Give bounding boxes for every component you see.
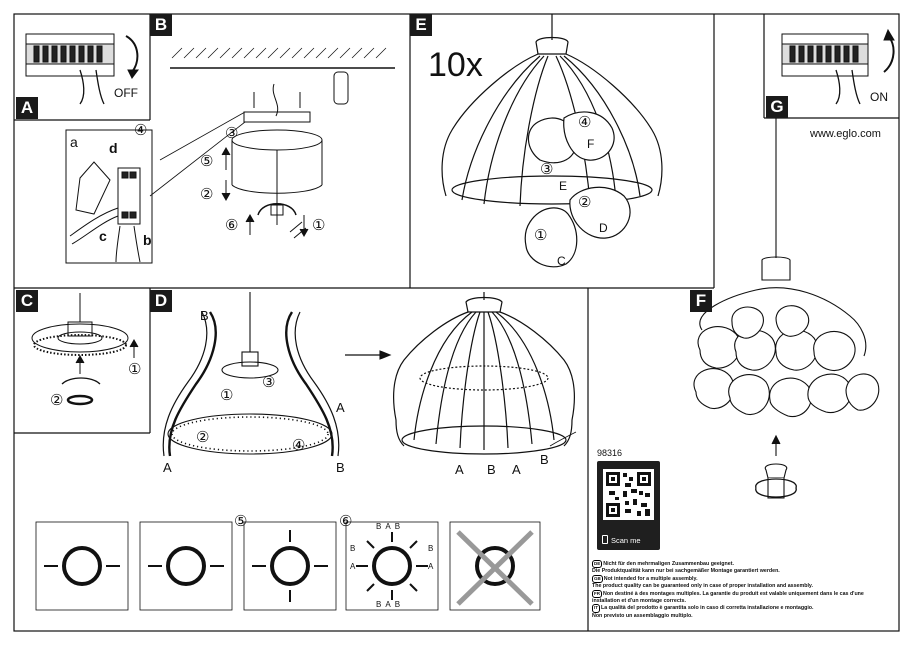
step-5-marker: ⑤ (200, 153, 214, 170)
leaf-count: 10x (428, 46, 483, 84)
panel-d-step-1: ① (220, 387, 234, 404)
assembled-label-a-2: A (512, 462, 521, 477)
panel-d-step-4: ④ (292, 437, 306, 454)
qr-pattern (606, 472, 651, 517)
option-step-5: ⑤ (234, 513, 248, 530)
phone-icon (602, 535, 608, 544)
panel-letter-a: A (16, 97, 38, 119)
panel-letter-b: B (150, 14, 172, 36)
qr-card[interactable]: Scan me (597, 461, 660, 550)
panel-c-step-1: ① (128, 361, 142, 378)
scan-me-label: Scan me (602, 535, 641, 545)
frame-label-a-right: A (336, 400, 345, 415)
panel-letter-c: C (16, 290, 38, 312)
leaf-step-1: ① (534, 227, 548, 244)
panel-e-leaf-diagram (441, 14, 663, 268)
option-step-6: ⑥ (339, 513, 353, 530)
frame-label-b-top: B (200, 308, 209, 323)
ring-labels-bottom: BAB (376, 600, 405, 609)
leaf-label-f: F (587, 137, 595, 151)
panel-b-wiring-inset (65, 129, 153, 264)
panel-c-canopy-plate (31, 293, 139, 406)
panel-d-step-2: ② (196, 429, 210, 446)
panel-a-breaker (25, 33, 139, 105)
leaf-label-c: C (557, 254, 566, 268)
frame-label-a-bottom: A (163, 460, 172, 475)
panel-letter-g: G (766, 96, 788, 118)
switch-on-label: ON (870, 90, 888, 104)
leaf-label-e: E (559, 179, 568, 193)
panel-f-finished-lamp (693, 118, 880, 499)
panel-letter-f: F (690, 290, 712, 312)
step-4-marker: ④ (134, 122, 148, 139)
step-2-marker: ② (200, 186, 214, 203)
panel-d-frame-assembly (162, 292, 392, 457)
wire-label-b: b (143, 232, 152, 248)
switch-off-label: OFF (114, 86, 138, 100)
assembled-label-a-1: A (455, 462, 464, 477)
leaf-step-2: ② (578, 194, 592, 211)
leaf-label-d: D (599, 221, 608, 235)
assembled-label-b-2: B (540, 452, 549, 467)
assembled-label-b: B (487, 462, 496, 477)
panel-c-step-2: ② (50, 392, 64, 409)
ring-labels-top: BAB (376, 522, 405, 531)
panel-b-canopy-diagram (149, 47, 395, 239)
leaf-step-3: ③ (540, 161, 554, 178)
panel-d-frame-assembled (393, 292, 577, 455)
product-number: 98316 (597, 448, 623, 458)
website-url[interactable]: www.eglo.com (810, 128, 881, 140)
sheet-frame (13, 13, 900, 632)
panel-g-breaker (781, 28, 895, 105)
wire-label-c: c (99, 228, 107, 244)
panel-d-ring-options (35, 521, 541, 611)
panel-letter-d: D (150, 290, 172, 312)
wire-label-a: a (70, 134, 78, 150)
panel-d-step-3: ③ (262, 374, 276, 391)
panel-letter-e: E (410, 14, 432, 36)
qr-code[interactable] (603, 469, 654, 520)
step-6-marker: ⑥ (225, 217, 239, 234)
step-1-marker: ① (312, 217, 326, 234)
leaf-step-4: ④ (578, 114, 592, 131)
frame-label-b-bottom: B (336, 460, 345, 475)
wire-label-d: d (109, 140, 118, 156)
step-3-marker: ③ (225, 125, 239, 142)
